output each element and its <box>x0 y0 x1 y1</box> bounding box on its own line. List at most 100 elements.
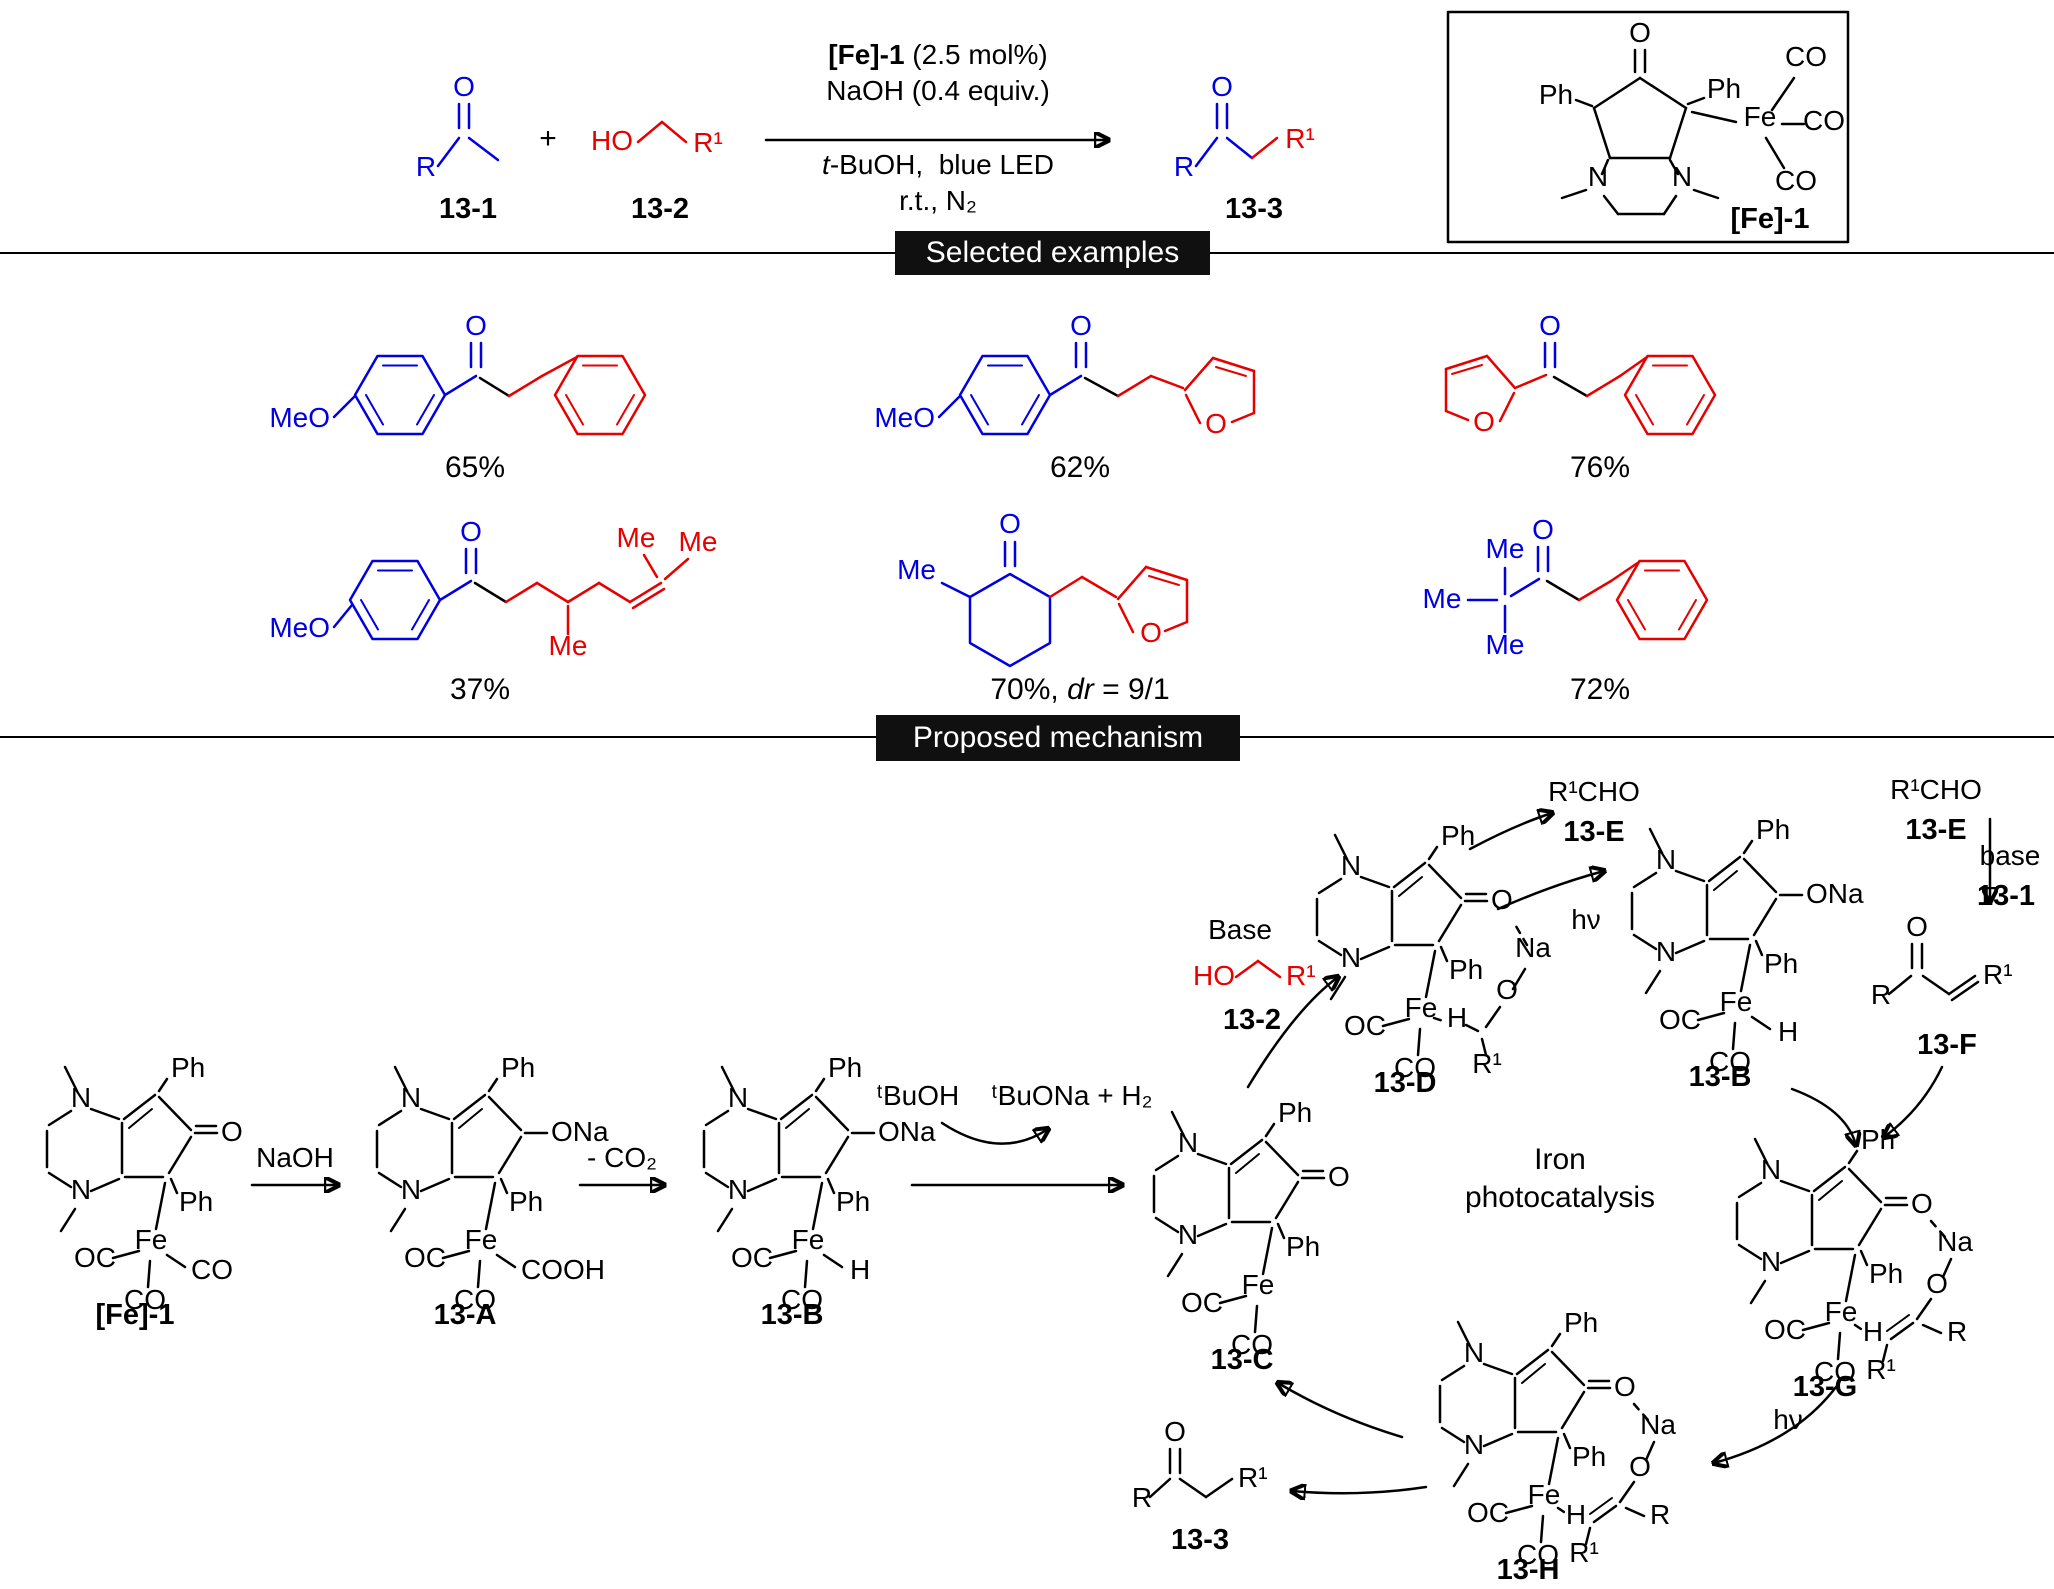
co-label: CO <box>1709 1046 1751 1077</box>
structure-alcohol-13-2: HO R¹ 13-2 <box>591 120 723 225</box>
yield-label: 62% <box>1050 451 1110 484</box>
fe-label: Fe <box>1825 1296 1858 1327</box>
bond-skeleton <box>1194 102 1279 168</box>
arrow-13g-to-13h <box>1714 1385 1838 1463</box>
selected-examples: MeO O 65% <box>269 310 1717 706</box>
oc-label: OC <box>731 1242 773 1273</box>
arrow-13c-to-13d <box>1246 977 1338 1089</box>
arrow-13b-to-13g <box>1790 1087 1856 1145</box>
bond-skeleton <box>436 102 500 168</box>
mechanism-diagram: N N Ph Ph O Fe OC CO CO [Fe]-1 N N Ph Ph… <box>45 774 2040 1586</box>
ph-label: Ph <box>1564 1307 1598 1338</box>
n-label: N <box>1178 1127 1198 1158</box>
hv-label: hν <box>1571 904 1601 935</box>
r1-label: R¹ <box>693 127 723 158</box>
example-structure-1: MeO O 65% <box>269 310 647 484</box>
o-label: O <box>999 508 1021 539</box>
na-label: Na <box>1640 1409 1676 1440</box>
me-label: Me <box>1486 629 1525 660</box>
example-structure-3: O O 76% <box>1444 310 1717 484</box>
o-label: O <box>1629 17 1651 48</box>
n-label: N <box>1341 850 1361 881</box>
structure-product-13-3-cycle: O R R¹ 13-3 <box>1132 1416 1268 1556</box>
reaction-conditions: [Fe]-1 (2.5 mol%) NaOH (0.4 equiv.) t-Bu… <box>822 39 1054 216</box>
benzene-ring <box>1623 354 1717 436</box>
oc-label: OC <box>74 1242 116 1273</box>
me-label: Me <box>679 526 718 557</box>
meo-label: MeO <box>269 612 330 643</box>
r-label: R <box>1132 1482 1152 1513</box>
fe-label: Fe <box>465 1224 498 1255</box>
ph-label: Ph <box>1278 1097 1312 1128</box>
complex-13-d: N N Ph Ph O Fe OC CO H R¹ O Na 13-D <box>1315 820 1551 1099</box>
furan-o-label: O <box>1473 406 1495 437</box>
ph-label: Ph <box>836 1186 870 1217</box>
n-label: N <box>1672 161 1692 192</box>
co2-loss-label: - CO₂ <box>587 1142 657 1173</box>
r1-label: R¹ <box>1866 1354 1896 1385</box>
arrow-tbuoh-curve <box>940 1121 1048 1145</box>
catalyst-box: O Ph Ph N N Fe CO CO CO [Fe]-1 <box>1446 10 1850 244</box>
naoh-label: NaOH <box>256 1142 334 1173</box>
ph-label: Ph <box>1572 1441 1606 1472</box>
catalyst-frame <box>1446 10 1850 244</box>
complex-13-h: N N Ph Ph O Fe OC CO Na O R H R¹ 13-H <box>1438 1307 1676 1586</box>
stage-label: [Fe]-1 <box>96 1299 175 1331</box>
aldehyde-label: R¹CHO <box>1548 776 1640 807</box>
co-label: CO <box>454 1284 496 1315</box>
conditions-line-2: NaOH (0.4 equiv.) <box>826 75 1050 106</box>
ph-label: Ph <box>1539 79 1573 110</box>
co-label: CO <box>1814 1356 1856 1387</box>
conditions-line-1: [Fe]-1 (2.5 mol%) <box>828 39 1047 70</box>
n-label: N <box>1656 936 1676 967</box>
ph-label: Ph <box>1861 1124 1895 1155</box>
ona-label: ONa <box>551 1116 609 1147</box>
mechanism-arrows <box>250 813 1990 1493</box>
ona-label: ONa <box>1806 878 1864 909</box>
o-label: O <box>1911 1188 1933 1219</box>
ho-label: HO <box>591 125 633 156</box>
example-structure-4: MeO O Me Me Me 37% <box>269 516 717 706</box>
bond-skeleton <box>1444 341 1717 436</box>
arrow-13d-to-13e <box>1468 813 1552 851</box>
n-label: N <box>1464 1429 1484 1460</box>
bond-skeleton <box>1887 942 1980 1002</box>
co-label: CO <box>1394 1052 1436 1083</box>
n-label: N <box>401 1082 421 1113</box>
ph-label: Ph <box>1707 73 1741 104</box>
ph-label: Ph <box>1441 820 1475 851</box>
yield-label: 37% <box>450 673 510 706</box>
complex-13-b: N N Ph Ph ONa Fe OC CO H 13-B <box>702 1052 936 1331</box>
stage-label: 13-3 <box>1171 1524 1229 1556</box>
o-label: O <box>1906 911 1928 942</box>
oc-label: OC <box>1467 1497 1509 1528</box>
ph-label: Ph <box>1756 814 1790 845</box>
stage-label: 13-A <box>434 1299 497 1331</box>
substrate-alkoxide <box>1432 919 1529 1057</box>
ona-label: ONa <box>878 1116 936 1147</box>
bond <box>1234 959 1260 979</box>
n-label: N <box>1464 1337 1484 1368</box>
stage-label-13-e: 13-E <box>1905 814 1966 846</box>
complex-13-c: N N Ph Ph O Fe OC CO 13-C <box>1152 1097 1350 1376</box>
ph-label: Ph <box>828 1052 862 1083</box>
r1-label: R¹ <box>1238 1462 1268 1493</box>
cycle-title-line-2: photocatalysis <box>1465 1181 1655 1214</box>
bond-skeleton <box>1466 545 1709 641</box>
cycle-title-line-1: Iron <box>1534 1143 1586 1176</box>
ho-label: HO <box>1193 960 1235 991</box>
stage-label: 13-B <box>1689 1061 1752 1093</box>
co-label: CO <box>1803 105 1845 136</box>
fe-label: Fe <box>1720 986 1753 1017</box>
o-label: O <box>1491 884 1513 915</box>
fe-label: Fe <box>1744 101 1777 132</box>
n-label: N <box>728 1082 748 1113</box>
o-label: O <box>1532 514 1554 545</box>
example-structure-6: Me Me Me O 72% <box>1423 514 1709 706</box>
oc-label: OC <box>1659 1004 1701 1035</box>
complex-13-g: N N Ph Ph O Fe OC CO Na O R H R¹ 13-G <box>1735 1124 1973 1403</box>
meo-label: MeO <box>874 402 935 433</box>
substrate-enolate <box>1853 1219 1953 1363</box>
cyclohexane-ring <box>968 572 1052 668</box>
